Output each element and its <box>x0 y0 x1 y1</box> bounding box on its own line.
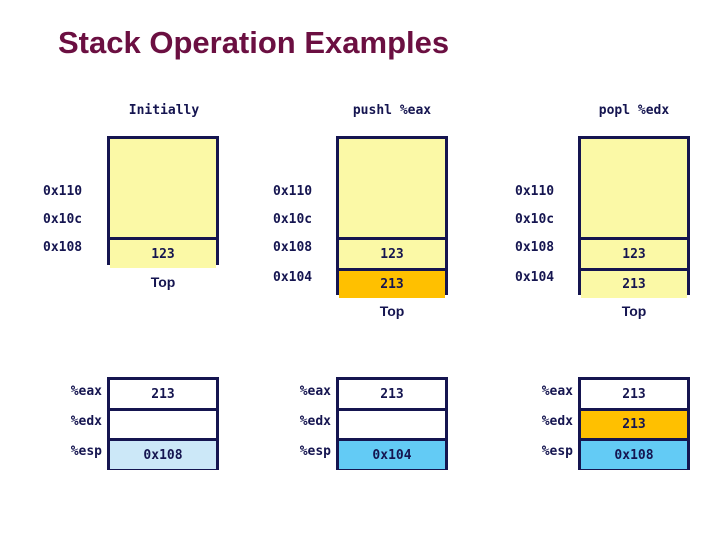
column-header-initially: Initially <box>128 103 200 118</box>
stack-address-0x10c-col2: 0x10c <box>273 212 313 227</box>
stack-box-col2: 123 213 <box>336 136 448 298</box>
stack-cell-123-col2: 123 <box>339 237 445 268</box>
stack-cell-empty-col3 <box>581 139 687 237</box>
stack-box-col1: 123 <box>107 136 219 268</box>
stack-cell-123-col3: 123 <box>581 237 687 268</box>
stack-cell-empty-col2 <box>339 139 445 237</box>
register-table-col3: 213 213 0x108 <box>578 377 690 470</box>
stack-top-label-col3: Top <box>621 303 647 319</box>
stack-address-0x104-col2: 0x104 <box>273 270 313 285</box>
register-value-esp-col3: 0x108 <box>581 438 687 469</box>
stack-address-0x10c-col1: 0x10c <box>43 212 83 227</box>
register-value-eax-col2: 213 <box>339 380 445 408</box>
stack-address-0x108-col2: 0x108 <box>273 240 313 255</box>
register-label-eax-col2: %eax <box>299 384 331 399</box>
stack-address-0x110-col2: 0x110 <box>273 184 313 199</box>
page-title: Stack Operation Examples <box>58 25 450 60</box>
register-table-col1: 213 0x108 <box>107 377 219 470</box>
register-value-esp-col1: 0x108 <box>110 438 216 469</box>
stack-address-0x108-col1: 0x108 <box>43 240 83 255</box>
stack-address-0x110-col3: 0x110 <box>515 184 555 199</box>
register-value-edx-col1 <box>110 408 216 438</box>
register-label-eax-col1: %eax <box>70 384 102 399</box>
stack-box-col3: 123 213 <box>578 136 690 298</box>
register-label-eax-col3: %eax <box>541 384 573 399</box>
stack-cell-123-col1: 123 <box>110 237 216 268</box>
stack-top-label-col2: Top <box>379 303 405 319</box>
stack-cell-empty-col1 <box>110 139 216 237</box>
register-value-edx-col3: 213 <box>581 408 687 438</box>
stack-top-label-col1: Top <box>150 274 176 290</box>
register-value-esp-col2: 0x104 <box>339 438 445 469</box>
register-label-edx-col2: %edx <box>299 414 331 429</box>
register-label-edx-col3: %edx <box>541 414 573 429</box>
stack-cell-213-col2: 213 <box>339 268 445 298</box>
column-header-pushl: pushl %eax <box>352 103 432 118</box>
register-label-esp-col1: %esp <box>70 444 102 459</box>
column-header-popl: popl %edx <box>598 103 670 118</box>
stack-address-0x10c-col3: 0x10c <box>515 212 555 227</box>
register-label-edx-col1: %edx <box>70 414 102 429</box>
register-table-col2: 213 0x104 <box>336 377 448 470</box>
register-label-esp-col3: %esp <box>541 444 573 459</box>
register-value-eax-col1: 213 <box>110 380 216 408</box>
register-label-esp-col2: %esp <box>299 444 331 459</box>
stack-address-0x108-col3: 0x108 <box>515 240 555 255</box>
register-value-eax-col3: 213 <box>581 380 687 408</box>
stack-cell-213-col3: 213 <box>581 268 687 298</box>
stack-address-0x110-col1: 0x110 <box>43 184 83 199</box>
stack-address-0x104-col3: 0x104 <box>515 270 555 285</box>
register-value-edx-col2 <box>339 408 445 438</box>
